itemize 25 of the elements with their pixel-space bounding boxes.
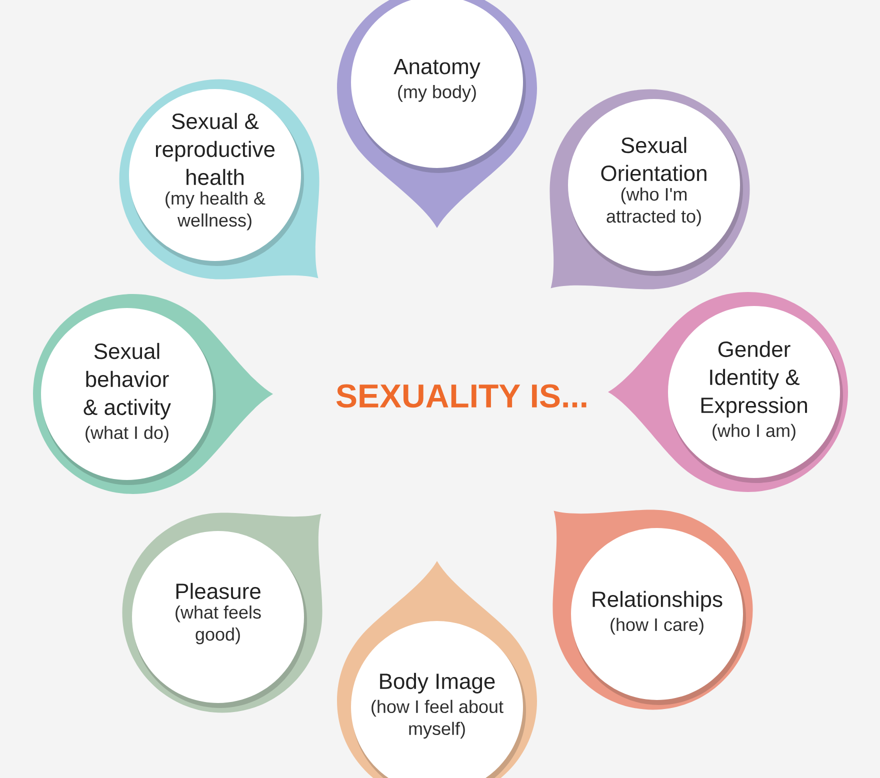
title: SEXUALITY IS... bbox=[336, 384, 586, 408]
topic-description: (what feels good) bbox=[176, 605, 261, 644]
teardrop bbox=[337, 0, 537, 228]
teardrop bbox=[550, 89, 750, 290]
teardrop bbox=[552, 510, 753, 710]
teardrop bbox=[608, 292, 848, 492]
topic-heading: Pleasure bbox=[176, 582, 260, 600]
topic-description: (who I am) bbox=[712, 424, 796, 441]
topic-description: (how I feel about myself) bbox=[372, 700, 504, 739]
teardrop bbox=[122, 512, 322, 713]
teardrop bbox=[119, 79, 320, 280]
topic-heading: Sexual & reproductive health bbox=[156, 112, 275, 186]
topic-heading: Body Image bbox=[380, 672, 495, 694]
topic-description: (my health & wellness) bbox=[166, 191, 266, 230]
topic-description: (who I'm attracted to) bbox=[606, 187, 701, 226]
topic-heading: Sexual Orientation bbox=[601, 136, 706, 182]
topic-heading: Sexual behavior & activity bbox=[84, 342, 171, 420]
teardrop bbox=[337, 560, 537, 778]
topic-description: (my body) bbox=[398, 85, 476, 102]
topic-heading: Gender Identity & Expression bbox=[701, 340, 807, 418]
topic-heading: Relationships bbox=[592, 590, 722, 612]
teardrop bbox=[33, 294, 273, 494]
topic-heading: Anatomy bbox=[394, 58, 480, 79]
topic-description: (how I care) bbox=[610, 618, 704, 635]
topic-description: (what I do) bbox=[86, 426, 168, 443]
